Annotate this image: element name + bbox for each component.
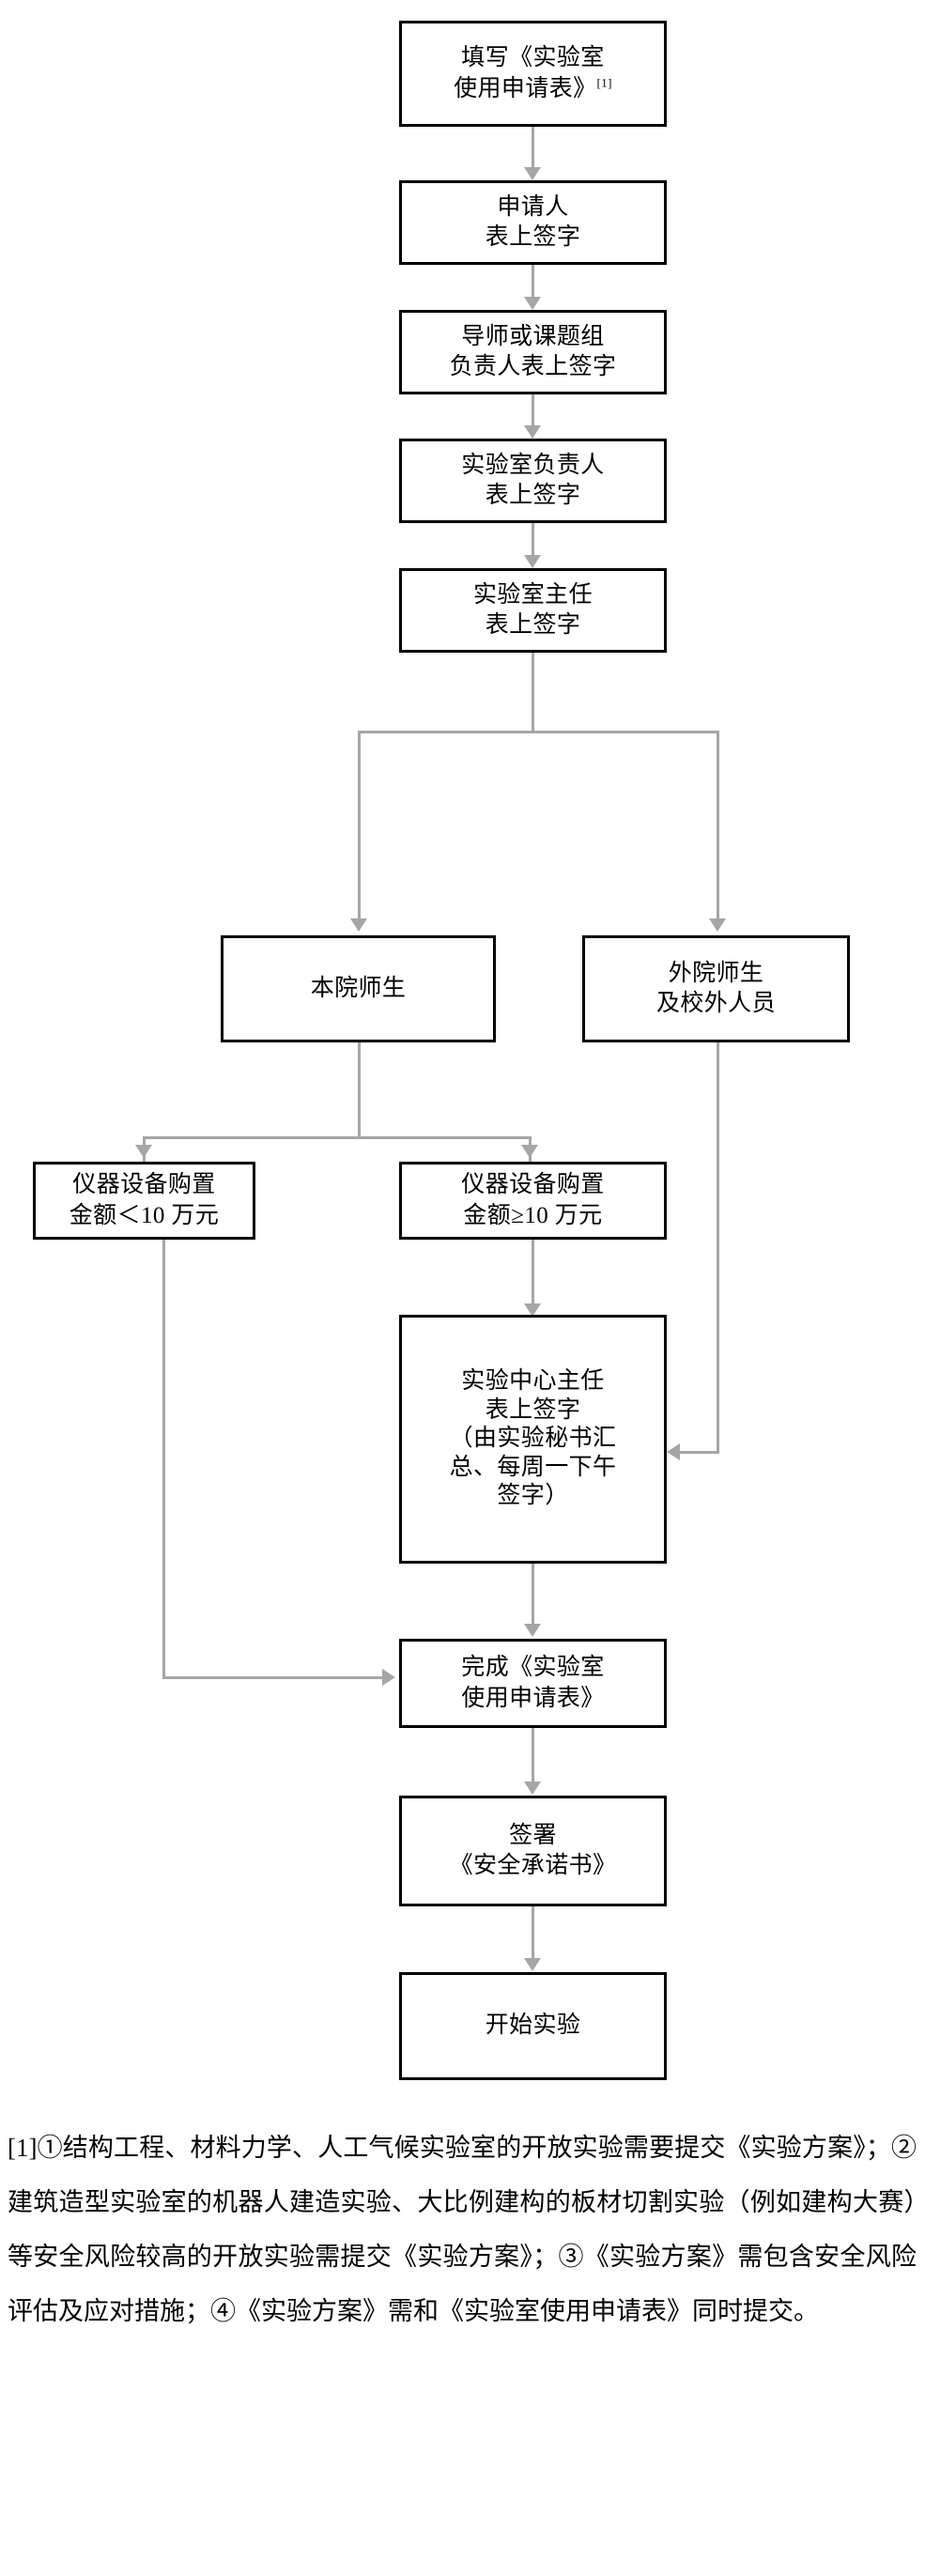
- connector-pledge-to-start: [532, 1906, 534, 1958]
- node-center-director-sign[interactable]: 实验中心主任 表上签字 （由实验秘书汇 总、每周一下午 签字）: [399, 1315, 667, 1564]
- connector-internal-bus: [143, 1136, 532, 1139]
- node-center-director-sign-line-4: 总、每周一下午: [449, 1454, 617, 1480]
- node-complete-form-line-1: 完成《实验室: [461, 1655, 605, 1680]
- connector-complete-to-pledge: [532, 1728, 534, 1782]
- node-applicant-sign-line-2: 表上签字: [485, 224, 581, 250]
- node-start-experiment[interactable]: 开始实验: [399, 1972, 667, 2080]
- arrowhead-external-staff: [709, 918, 726, 932]
- node-advisor-sign-line-1: 导师或课题组: [461, 323, 605, 349]
- node-center-director-sign-line-2: 表上签字: [485, 1396, 581, 1423]
- node-center-director-sign-line-5: 签字）: [497, 1483, 569, 1509]
- node-sign-safety-pledge[interactable]: 签署 《安全承诺书》: [399, 1796, 667, 1906]
- node-complete-form-line-2: 使用申请表》: [461, 1685, 605, 1711]
- node-equipment-under-100k-line-1: 仪器设备购置: [72, 1172, 216, 1197]
- arrowhead-complete-form: [524, 1624, 541, 1637]
- connector-labdirector-stem: [532, 653, 534, 731]
- node-equipment-under-100k-line-2: 金额＜10 万元: [69, 1202, 220, 1228]
- footnote-text: [1]①结构工程、材料力学、人工气候实验室的开放实验需要提交《实验方案》；②建筑…: [8, 2134, 917, 2326]
- arrowhead-internal-staff: [350, 918, 367, 932]
- connector-labdirector-bus: [358, 731, 719, 733]
- footnote-marker-superscript: [1]: [596, 75, 612, 90]
- node-internal-staff[interactable]: 本院师生: [221, 935, 496, 1042]
- node-lab-director-sign[interactable]: 实验室主任 表上签字: [399, 568, 667, 653]
- node-internal-staff-line-1: 本院师生: [310, 975, 407, 1001]
- connector-labhead-to-labdirector: [532, 523, 534, 555]
- node-applicant-sign-line-1: 申请人: [497, 193, 569, 220]
- connector-center-to-complete: [532, 1564, 534, 1624]
- connector-applicant-to-advisor: [532, 265, 534, 297]
- connector-equipunder-down: [162, 1240, 165, 1679]
- node-lab-head-sign-line-1: 实验室负责人: [461, 452, 605, 478]
- arrowhead-advisor: [524, 297, 541, 310]
- connector-fillform-to-applicant: [532, 127, 534, 167]
- connector-advisor-to-labhead: [532, 394, 534, 425]
- node-lab-head-sign-line-2: 表上签字: [485, 483, 581, 508]
- node-external-staff-line-1: 外院师生: [668, 960, 764, 986]
- node-equipment-over-100k[interactable]: 仪器设备购置 金额≥10 万元: [399, 1162, 667, 1240]
- node-advisor-sign[interactable]: 导师或课题组 负责人表上签字: [399, 310, 667, 394]
- arrowhead-equipment-over: [521, 1145, 538, 1158]
- node-external-staff[interactable]: 外院师生 及校外人员: [582, 935, 850, 1042]
- node-lab-head-sign[interactable]: 实验室负责人 表上签字: [399, 439, 667, 523]
- arrowhead-center-director: [524, 1303, 541, 1317]
- connector-external-left: [680, 1451, 719, 1454]
- node-complete-form[interactable]: 完成《实验室 使用申请表》: [399, 1639, 667, 1728]
- arrowhead-start-experiment: [524, 1958, 541, 1971]
- arrowhead-complete-form-side: [382, 1669, 395, 1686]
- node-start-experiment-line-1: 开始实验: [485, 2013, 581, 2039]
- node-equipment-under-100k[interactable]: 仪器设备购置 金额＜10 万元: [33, 1162, 255, 1240]
- arrowhead-applicant: [524, 167, 541, 180]
- node-equipment-over-100k-line-1: 仪器设备购置: [461, 1172, 605, 1197]
- arrowhead-center-director-side: [667, 1443, 680, 1460]
- arrowhead-labhead: [524, 425, 541, 439]
- node-fill-form-line-2: 使用申请表》[1]: [454, 74, 612, 105]
- connector-to-internal-staff: [358, 731, 361, 918]
- connector-equipover-to-center: [532, 1240, 534, 1303]
- connector-equipunder-right: [162, 1676, 382, 1679]
- connector-external-down: [717, 1042, 719, 1454]
- connector-to-external-staff: [717, 731, 719, 918]
- node-lab-director-sign-line-2: 表上签字: [485, 612, 581, 638]
- node-center-director-sign-line-1: 实验中心主任: [461, 1368, 605, 1395]
- node-sign-safety-pledge-line-2: 《安全承诺书》: [449, 1853, 617, 1878]
- node-advisor-sign-line-2: 负责人表上签字: [449, 354, 617, 379]
- node-external-staff-line-2: 及校外人员: [655, 991, 776, 1016]
- arrowhead-sign-pledge: [524, 1782, 541, 1795]
- node-center-director-sign-line-3: （由实验秘书汇: [449, 1426, 617, 1452]
- node-sign-safety-pledge-line-1: 签署: [509, 1822, 557, 1848]
- arrowhead-equipment-under: [135, 1145, 152, 1158]
- node-equipment-over-100k-line-2: 金额≥10 万元: [463, 1202, 603, 1228]
- node-fill-form-line-2-text: 使用申请表》: [454, 75, 597, 101]
- node-fill-form-line-1: 填写《实验室: [461, 45, 605, 70]
- arrowhead-labdirector: [524, 555, 541, 568]
- node-lab-director-sign-line-1: 实验室主任: [472, 581, 593, 608]
- connector-internal-stem: [358, 1042, 361, 1136]
- node-fill-form[interactable]: 填写《实验室 使用申请表》[1]: [399, 21, 667, 127]
- node-applicant-sign[interactable]: 申请人 表上签字: [399, 180, 667, 265]
